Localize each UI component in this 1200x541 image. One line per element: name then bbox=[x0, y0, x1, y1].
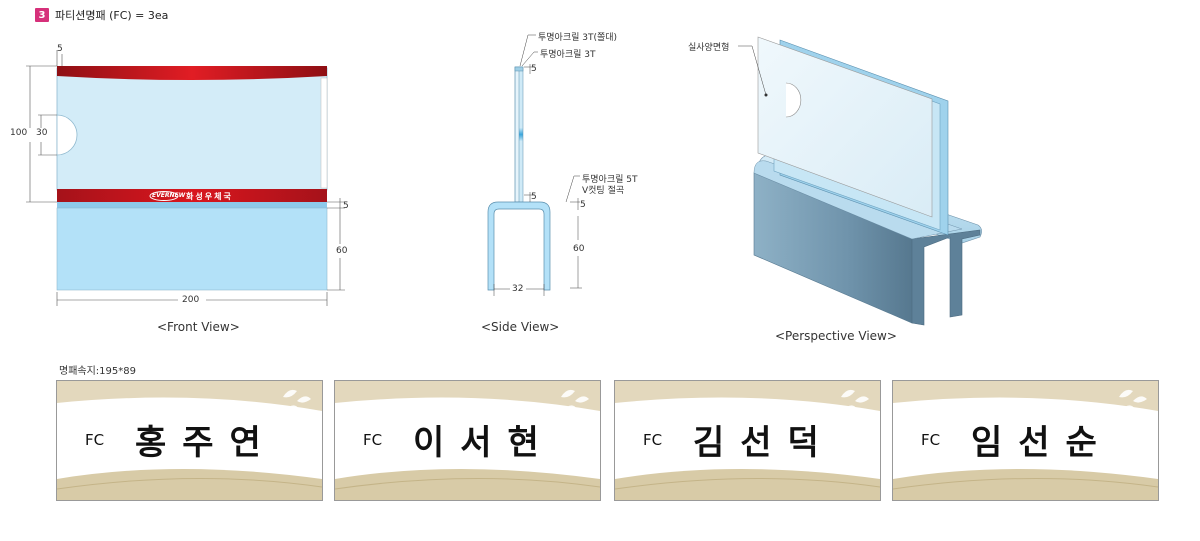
section-title: 파티션명패 (FC) = 3ea bbox=[55, 9, 169, 22]
perspective-label: 실사양면형 bbox=[688, 43, 730, 53]
side-label-cut: V컷팅 절곡 bbox=[582, 186, 625, 196]
front-logo-mark bbox=[149, 191, 179, 201]
front-view-drawing bbox=[26, 50, 345, 306]
side-dim-width: 32 bbox=[512, 284, 524, 294]
nameplate-spec: 명패속지:195*89 bbox=[59, 366, 136, 377]
side-label-base: 투명아크릴 5T bbox=[582, 175, 638, 185]
card-2-leaf-icon bbox=[561, 389, 589, 411]
card-1-background bbox=[57, 381, 322, 500]
card-4-leaf-icon bbox=[1119, 389, 1147, 411]
card-1-name: 홍주연 bbox=[135, 423, 277, 463]
front-dim-band: 5 bbox=[343, 201, 349, 211]
front-logo-text: EVERNEW bbox=[152, 192, 186, 199]
side-plate-inner bbox=[518, 66, 524, 203]
front-right-strip bbox=[320, 77, 328, 189]
front-acrylic-top bbox=[56, 67, 328, 191]
side-label-clip: 투명아크릴 3T(쫄대) bbox=[538, 33, 618, 43]
front-hole bbox=[56, 114, 78, 156]
perspective-hole bbox=[785, 82, 802, 118]
card-2-prefix: FC bbox=[363, 431, 383, 449]
front-dim-width: 200 bbox=[182, 295, 200, 305]
side-clip bbox=[514, 66, 524, 72]
side-dim-base-small: 5 bbox=[580, 200, 586, 210]
nameplate-card-4: FC 임선순 bbox=[892, 380, 1159, 501]
front-view-caption: <Front View> bbox=[157, 320, 240, 334]
card-4-background bbox=[893, 381, 1158, 500]
nameplate-card-3: FC 김선덕 bbox=[614, 380, 881, 501]
front-dim-base: 60 bbox=[336, 246, 348, 256]
front-company-band bbox=[57, 189, 327, 202]
card-1-prefix: FC bbox=[85, 431, 105, 449]
front-dim-hole: 30 bbox=[36, 128, 48, 138]
side-dim-base: 60 bbox=[573, 244, 585, 254]
front-dim-top: 5 bbox=[57, 44, 63, 54]
card-3-background bbox=[615, 381, 880, 500]
card-2-background bbox=[335, 381, 600, 500]
front-dim-height: 100 bbox=[10, 128, 28, 138]
front-blue-strip bbox=[57, 202, 327, 208]
card-4-prefix: FC bbox=[921, 431, 941, 449]
card-3-prefix: FC bbox=[643, 431, 663, 449]
perspective-view-drawing bbox=[738, 36, 982, 326]
section-number-badge: 3 bbox=[35, 8, 49, 22]
side-view-drawing bbox=[487, 34, 582, 296]
side-label-plate: 투명아크릴 3T bbox=[540, 50, 596, 60]
card-1-leaf-icon bbox=[283, 389, 311, 411]
side-dim-top: 5 bbox=[531, 64, 537, 74]
perspective-view-caption: <Perspective View> bbox=[775, 329, 897, 343]
section-header: 3 파티션명패 (FC) = 3ea bbox=[35, 7, 168, 23]
side-u-base bbox=[487, 201, 551, 291]
front-top-band bbox=[57, 66, 327, 80]
perspective-insert-sheet bbox=[757, 36, 933, 218]
card-3-leaf-icon bbox=[841, 389, 869, 411]
card-3-name: 김선덕 bbox=[693, 423, 835, 463]
side-view-caption: <Side View> bbox=[481, 320, 560, 334]
perspective-base-side bbox=[911, 229, 981, 326]
front-company-name: 화성우체국 bbox=[186, 192, 233, 201]
nameplate-card-2: FC 이서현 bbox=[334, 380, 601, 501]
nameplate-card-1: FC 홍주연 bbox=[56, 380, 323, 501]
side-dim-mid: 5 bbox=[531, 192, 537, 202]
card-2-name: 이서현 bbox=[413, 423, 555, 463]
front-base bbox=[56, 207, 328, 291]
card-4-name: 임선순 bbox=[971, 423, 1113, 463]
